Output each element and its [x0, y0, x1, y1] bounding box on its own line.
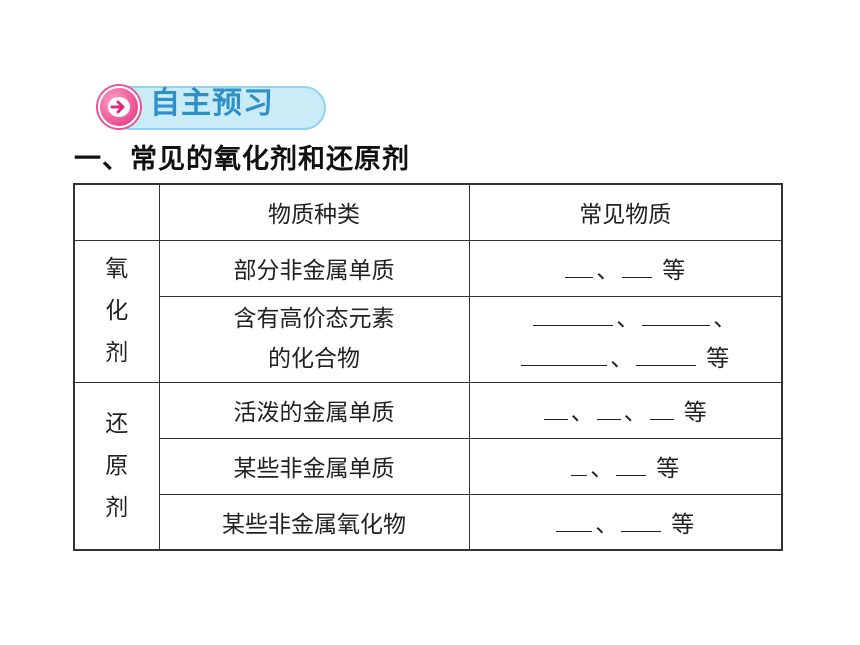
suffix-text: 等	[683, 400, 707, 426]
table-row: 还 原 剂 活泼的金属单质 、、等	[73, 381, 783, 551]
answer-blank[interactable]	[571, 453, 588, 476]
answer-blank[interactable]	[649, 397, 674, 420]
answer-blank[interactable]	[621, 509, 662, 532]
group-label-char: 氧	[105, 256, 129, 282]
answer-blank[interactable]	[636, 343, 697, 366]
suffix-text: 等	[656, 456, 680, 482]
group-label-reductant: 还 原 剂	[73, 381, 160, 551]
category-line: 的化合物	[268, 346, 361, 372]
answer-cell: 、等	[468, 493, 783, 551]
badge-circle	[98, 86, 140, 128]
table-row: 含有高价态元素 的化合物 、、 、等	[74, 295, 783, 383]
group-label-char: 剂	[105, 340, 129, 366]
header-substances: 常见物质	[468, 183, 783, 241]
arrow-right-icon	[108, 97, 130, 117]
table-header-row: 物质种类 常见物质	[73, 183, 783, 241]
separator: 、	[570, 400, 594, 426]
category-cell: 某些非金属氧化物	[158, 493, 470, 551]
category-cell: 活泼的金属单质	[158, 381, 470, 439]
answer-blank[interactable]	[565, 255, 594, 278]
badge-pill	[108, 86, 326, 130]
suffix-text: 等	[706, 346, 730, 372]
category-cell: 某些非金属单质	[158, 437, 470, 495]
separator: 、	[590, 456, 614, 482]
category-line: 含有高价态元素	[233, 306, 395, 332]
header-category: 物质种类	[158, 183, 470, 241]
section-heading: 一、常见的氧化剂和还原剂	[74, 144, 410, 175]
answer-cell: 、等	[468, 239, 783, 297]
header-empty-cell	[73, 183, 160, 241]
answer-cell: 、等	[468, 437, 783, 495]
answer-blank[interactable]	[556, 509, 593, 532]
group-label-oxidizer: 氧 化 剂	[73, 239, 160, 383]
separator: 、	[623, 400, 647, 426]
category-cell: 部分非金属单质	[158, 239, 470, 297]
separator: 、	[595, 511, 619, 538]
table-row: 某些非金属氧化物 、等	[74, 493, 783, 551]
separator: 、	[616, 306, 640, 332]
table-row: 某些非金属单质 、等	[74, 437, 783, 495]
answer-cell: 、、 、等	[468, 295, 783, 383]
group-label-char: 剂	[105, 494, 129, 521]
section-badge: 自主预习	[96, 80, 328, 130]
separator: 、	[610, 346, 634, 372]
answer-blank[interactable]	[533, 303, 614, 326]
suffix-text: 等	[662, 258, 686, 284]
category-cell: 含有高价态元素 的化合物	[158, 295, 470, 383]
separator: 、	[713, 306, 737, 332]
answer-blank[interactable]	[642, 303, 711, 326]
answer-blank[interactable]	[616, 453, 647, 476]
group-label-char: 原	[105, 452, 129, 479]
group-label-char: 化	[105, 298, 129, 324]
suffix-text: 等	[671, 511, 695, 538]
answer-blank[interactable]	[543, 397, 568, 420]
reagent-table: 物质种类 常见物质 氧 化 剂 部分非金属单质 、等 含有高价态元素 的化合物 …	[73, 183, 783, 551]
badge-label: 自主预习	[150, 86, 274, 121]
answer-blank[interactable]	[622, 255, 653, 278]
answer-cell: 、 、 等	[468, 381, 783, 439]
group-label-char: 还	[105, 410, 129, 437]
answer-blank[interactable]	[521, 343, 608, 366]
separator: 、	[596, 258, 620, 284]
answer-blank[interactable]	[596, 397, 621, 420]
table-row: 氧 化 剂 部分非金属单质 、等	[73, 239, 783, 383]
